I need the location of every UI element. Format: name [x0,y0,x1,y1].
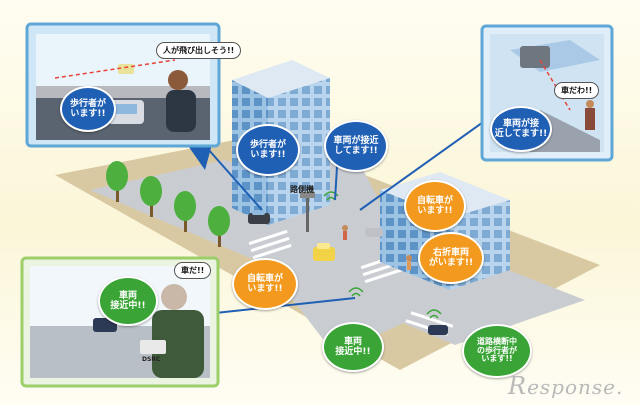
device-label: DSRC [142,356,161,363]
bubble-bicycle-right: 自転車が います!! [404,180,466,232]
speech-top-left: 人が飛び出しそう!! [156,42,242,59]
vehicle-dark-car [248,210,270,224]
bubble-vehicle-approaching-bottom-left: 車両 接近中!! [98,276,158,326]
logo-letter: R [508,372,528,400]
pedestrian-center [342,225,348,240]
bubble-pedestrian-top-left: 歩行者が います!! [60,86,116,132]
bubble-vehicle-approaching-top: 車両が接近 してます!! [324,120,388,172]
roadside-unit-pole [300,192,315,232]
speech-top-right: 車だわ!! [554,82,600,99]
vehicle-bottom-car [428,325,448,335]
bubble-pedestrian-crossing: 道路横断中 の歩行者が います!! [462,324,532,378]
tree-row [106,161,230,247]
vehicle-right-car [365,228,383,237]
roadside-unit-label: 路側機 [290,185,314,194]
logo-rest: esponse. [527,375,624,399]
bubble-pedestrian-center: 歩行者が います!! [236,124,300,176]
vehicle-yellow-car [313,243,335,261]
road-vertical [255,222,410,355]
speech-bottom-left: 車だ!! [174,262,212,279]
pedestrian-right [406,255,412,270]
bubble-right-turn-vehicle: 右折車両 がいます!! [418,232,484,284]
response-logo: Response. [508,372,623,400]
bubble-vehicle-approaching-bottom: 車両 接近中!! [322,322,384,372]
bubble-vehicle-approaching-right: 車両が接 近してます!! [490,106,552,152]
bubble-bicycle-center: 自転車が います!! [232,258,298,310]
